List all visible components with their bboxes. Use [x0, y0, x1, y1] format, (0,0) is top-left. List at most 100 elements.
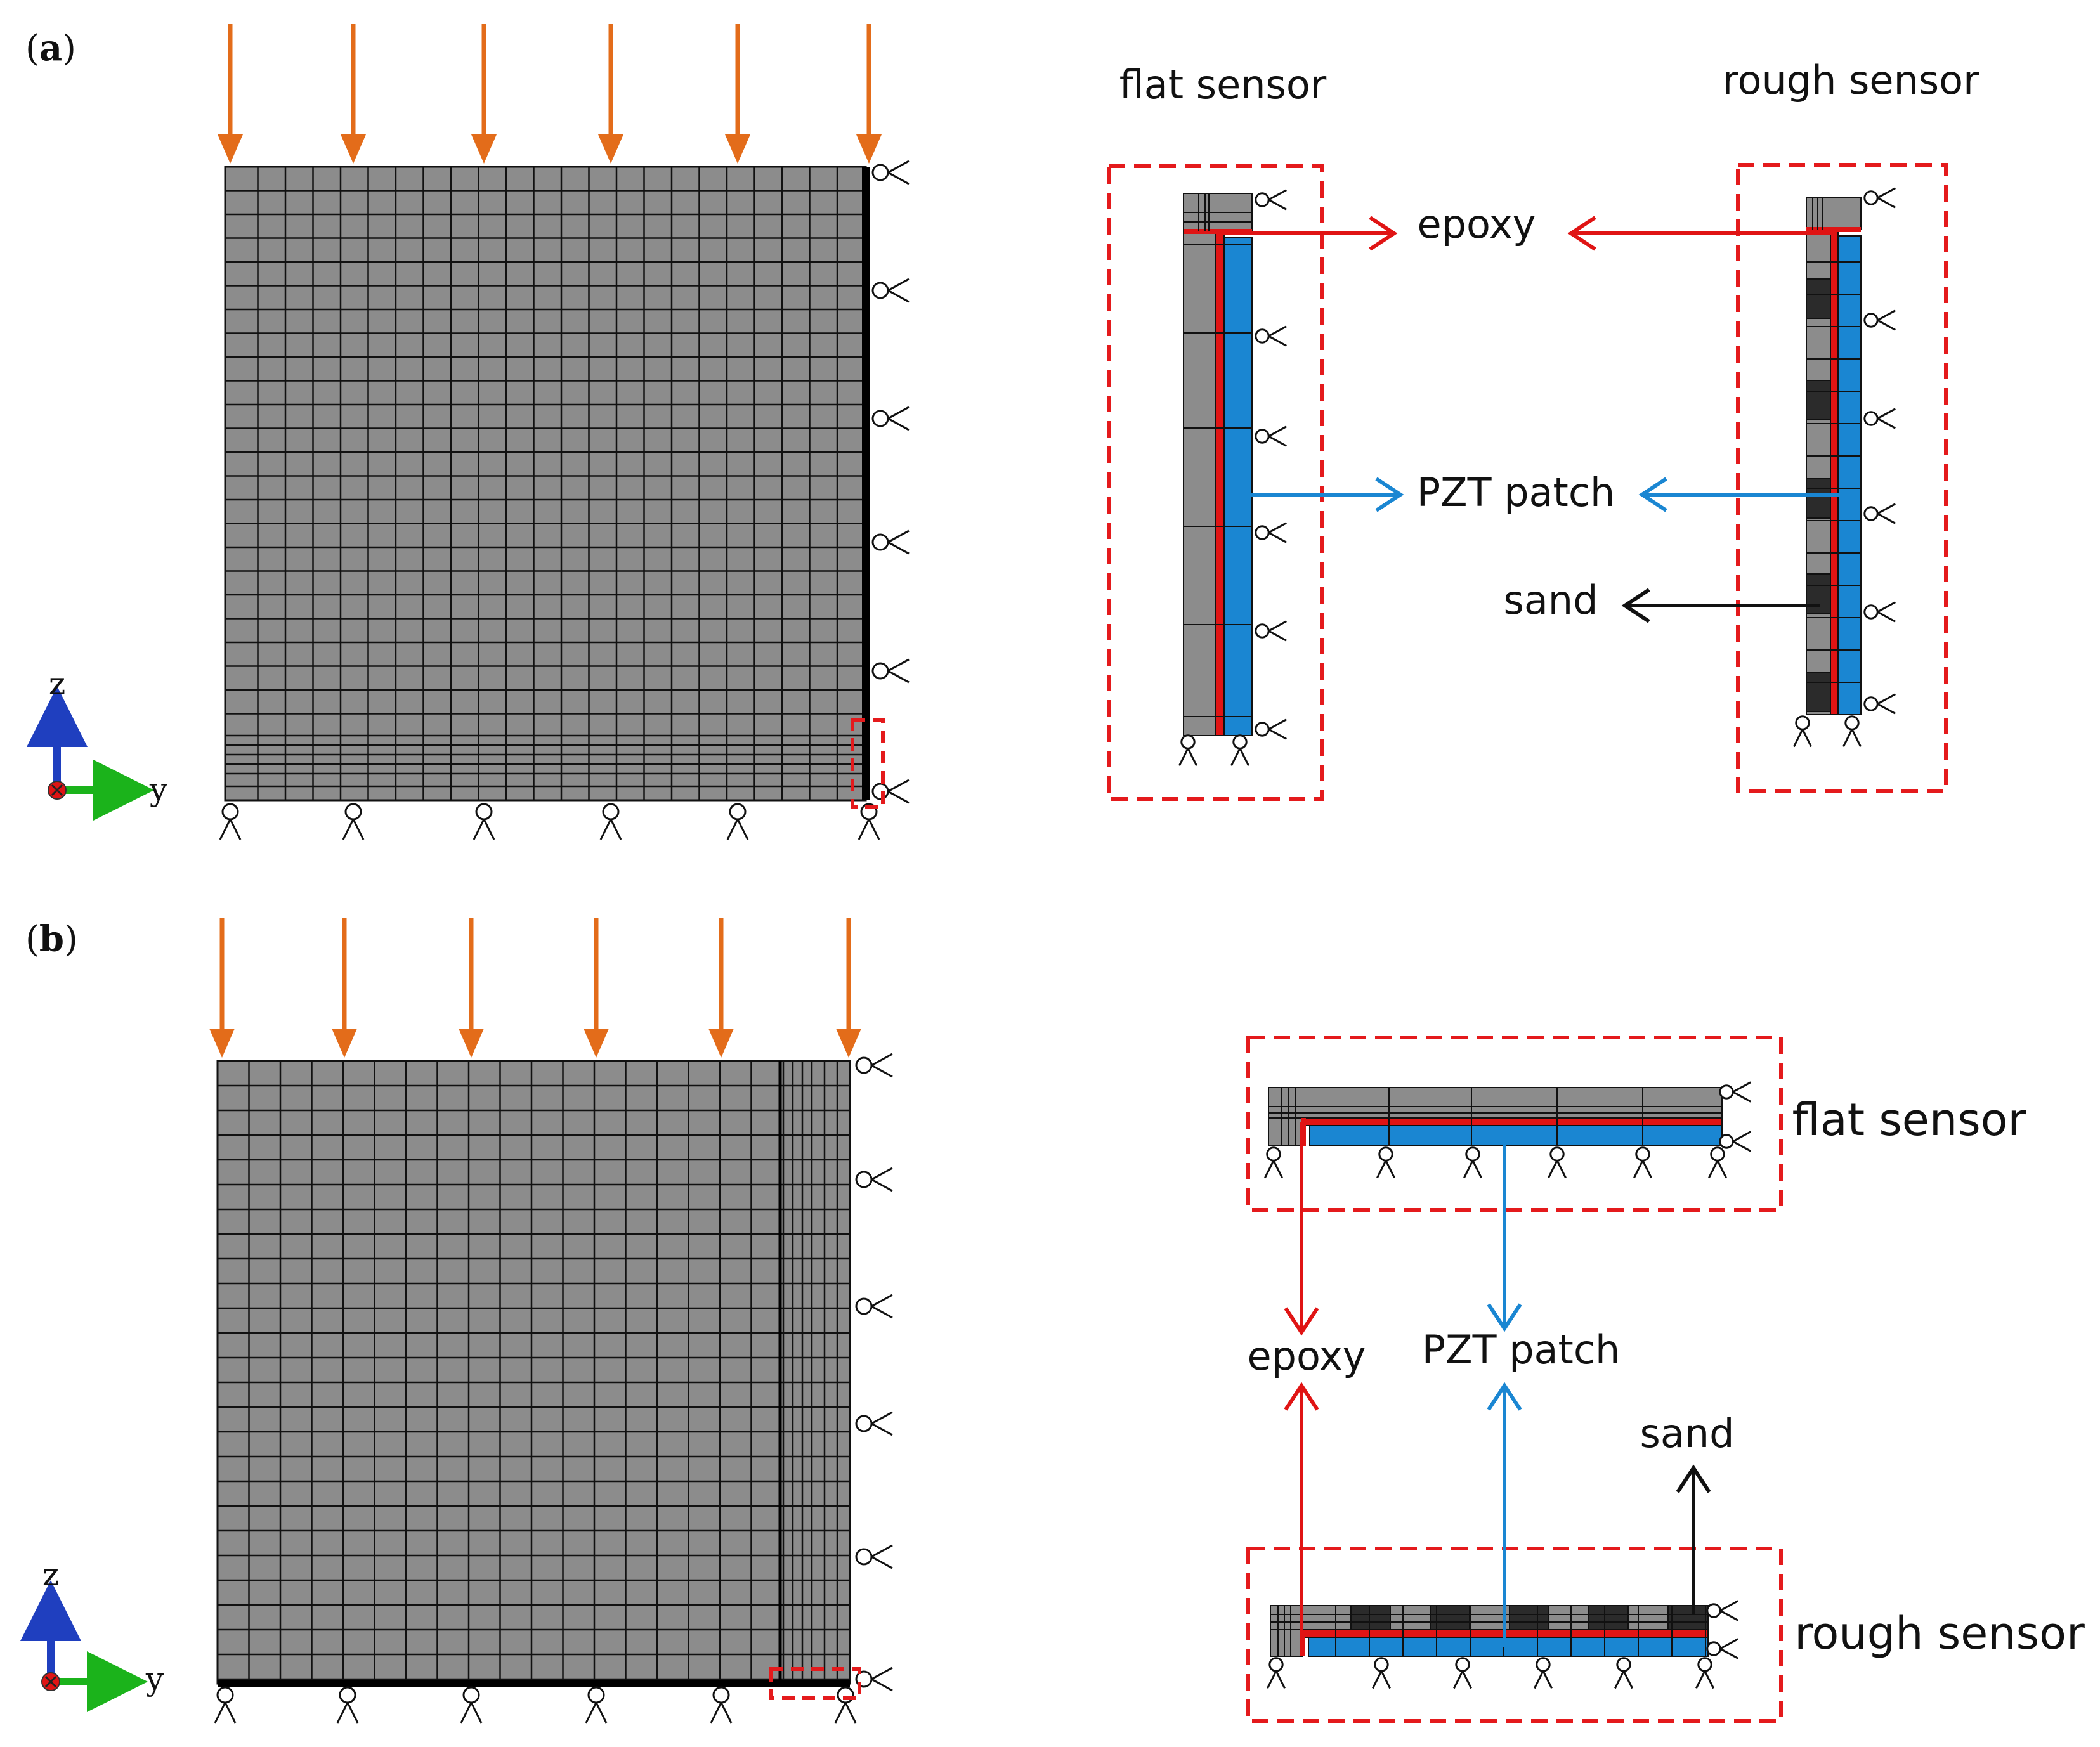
soil-mesh-b	[216, 1060, 851, 1687]
roller-support-icon	[871, 282, 889, 299]
flat-sensor-epoxy-layer	[1303, 1117, 1723, 1126]
flat-sensor-epoxy-layer	[1215, 231, 1225, 736]
load-arrow-head	[332, 1029, 357, 1058]
panel-a: (a) z y flat sensor rough sensor	[25, 24, 1979, 840]
pin-support-legs	[1453, 1670, 1472, 1689]
panel-b: (b) z y flat sensor rough sensor	[20, 918, 2085, 1724]
rough-sensor-box-a	[1736, 163, 1948, 793]
roller-support-legs	[871, 1294, 893, 1319]
sand-grain-block	[1806, 672, 1831, 712]
pin-support-legs	[1548, 1160, 1567, 1179]
roller-support-legs	[1268, 718, 1287, 740]
pin-support-icon	[1268, 1657, 1284, 1672]
pin-support-legs	[1463, 1160, 1482, 1179]
roller-support-legs	[1877, 601, 1896, 623]
roller-support-icon	[1863, 506, 1879, 521]
load-arrow-head	[836, 1029, 861, 1058]
pin-support-legs	[726, 819, 749, 840]
roller-support-legs	[887, 406, 910, 431]
roller-support-legs	[1877, 693, 1896, 715]
panel-a-label: (a)	[25, 27, 76, 69]
pin-support-icon	[475, 803, 493, 821]
pin-support-legs	[1372, 1670, 1391, 1689]
rough-sensor-supports	[1793, 187, 1896, 748]
bottom-pin-supports-b	[214, 1686, 857, 1724]
pin-support-icon	[1266, 1146, 1281, 1162]
rough-sensor-top-cap	[1806, 197, 1862, 230]
epoxy-label-a: epoxy	[1418, 201, 1536, 247]
load-arrow-head	[708, 1029, 734, 1058]
callout-arrows-a	[1220, 216, 1849, 623]
sand-grain-block	[1667, 1605, 1708, 1630]
pin-support-legs	[1267, 1670, 1286, 1689]
pin-support-icon	[1616, 1657, 1631, 1672]
roller-support-legs	[887, 779, 910, 804]
sand-label-b: sand	[1640, 1410, 1735, 1457]
pin-support-icon	[1378, 1146, 1393, 1162]
pin-support-icon	[712, 1686, 730, 1704]
flat-sensor-mesh-lines	[1184, 193, 1252, 717]
roller-support-legs	[887, 160, 910, 185]
roller-support-legs	[871, 1666, 893, 1692]
soil-mesh-a	[224, 166, 870, 802]
sensor-highlight-box-b	[769, 1667, 861, 1700]
roller-support-icon	[1255, 429, 1270, 444]
z-axis-label: z	[42, 1556, 59, 1593]
flat-sensor-soil	[1183, 193, 1216, 736]
pin-support-legs	[1264, 1160, 1283, 1179]
callout-arrows-b	[1284, 1122, 1711, 1647]
roller-support-icon	[1719, 1084, 1734, 1100]
roller-support-icon	[1719, 1134, 1734, 1149]
rough-sensor-box-b	[1246, 1547, 1783, 1723]
rough-sensor-label-b: rough sensor	[1794, 1607, 2085, 1659]
pin-support-legs	[1842, 729, 1862, 748]
roller-support-icon	[1863, 696, 1879, 711]
roller-support-legs	[887, 529, 910, 555]
pin-support-icon	[462, 1686, 480, 1704]
pin-support-legs	[1178, 748, 1197, 767]
sand-label-a: sand	[1504, 577, 1598, 623]
roller-support-icon	[871, 533, 889, 551]
rough-sensor-b-mesh-lines	[1270, 1606, 1708, 1656]
pin-support-icon	[1549, 1146, 1565, 1162]
pzt-patch-label-b: PZT patch	[1422, 1327, 1620, 1373]
sand-grain-block	[1806, 380, 1831, 420]
flat-sensor-box-b	[1246, 1036, 1783, 1212]
flat-sensor-supports	[1178, 189, 1287, 767]
rough-sensor-sand-blocks	[1806, 278, 1831, 712]
pin-support-legs	[1793, 729, 1812, 748]
roller-support-icon	[1706, 1603, 1721, 1618]
roller-support-legs	[1268, 325, 1287, 347]
load-arrow-head	[218, 134, 243, 164]
roller-support-icon	[855, 1171, 873, 1188]
pin-support-icon	[216, 1686, 234, 1704]
pin-support-legs	[834, 1702, 857, 1724]
roller-support-icon	[1255, 192, 1270, 207]
flat-sensor-pzt-layer	[1223, 237, 1253, 736]
roller-support-icon	[871, 662, 889, 680]
pin-support-legs	[1534, 1670, 1553, 1689]
pin-support-icon	[1374, 1657, 1389, 1672]
pin-support-legs	[1708, 1160, 1727, 1179]
pin-support-legs	[473, 819, 495, 840]
roller-support-legs	[871, 1053, 893, 1078]
sand-grain-block	[1509, 1605, 1549, 1630]
pin-support-legs	[1633, 1160, 1652, 1179]
pin-support-legs	[219, 819, 242, 840]
roller-support-icon	[1255, 623, 1270, 639]
roller-support-legs	[1877, 503, 1896, 524]
roller-support-legs	[1732, 1081, 1751, 1103]
roller-support-legs	[887, 658, 910, 684]
rough-sensor-label-a: rough sensor	[1722, 57, 1979, 103]
pin-support-legs	[710, 1702, 733, 1724]
pin-support-icon	[1697, 1657, 1712, 1672]
rough-sensor-pzt-layer	[1837, 235, 1862, 715]
rough-sensor-end-cap	[1270, 1629, 1303, 1657]
axis-triad-b: z y	[20, 1556, 164, 1712]
pin-support-legs	[599, 819, 622, 840]
pin-support-legs	[1695, 1670, 1714, 1689]
load-arrow-head	[584, 1029, 609, 1058]
roller-support-legs	[1877, 408, 1896, 429]
rough-sensor-epoxy-layer	[1830, 229, 1839, 715]
sand-grain-block	[1806, 573, 1831, 614]
